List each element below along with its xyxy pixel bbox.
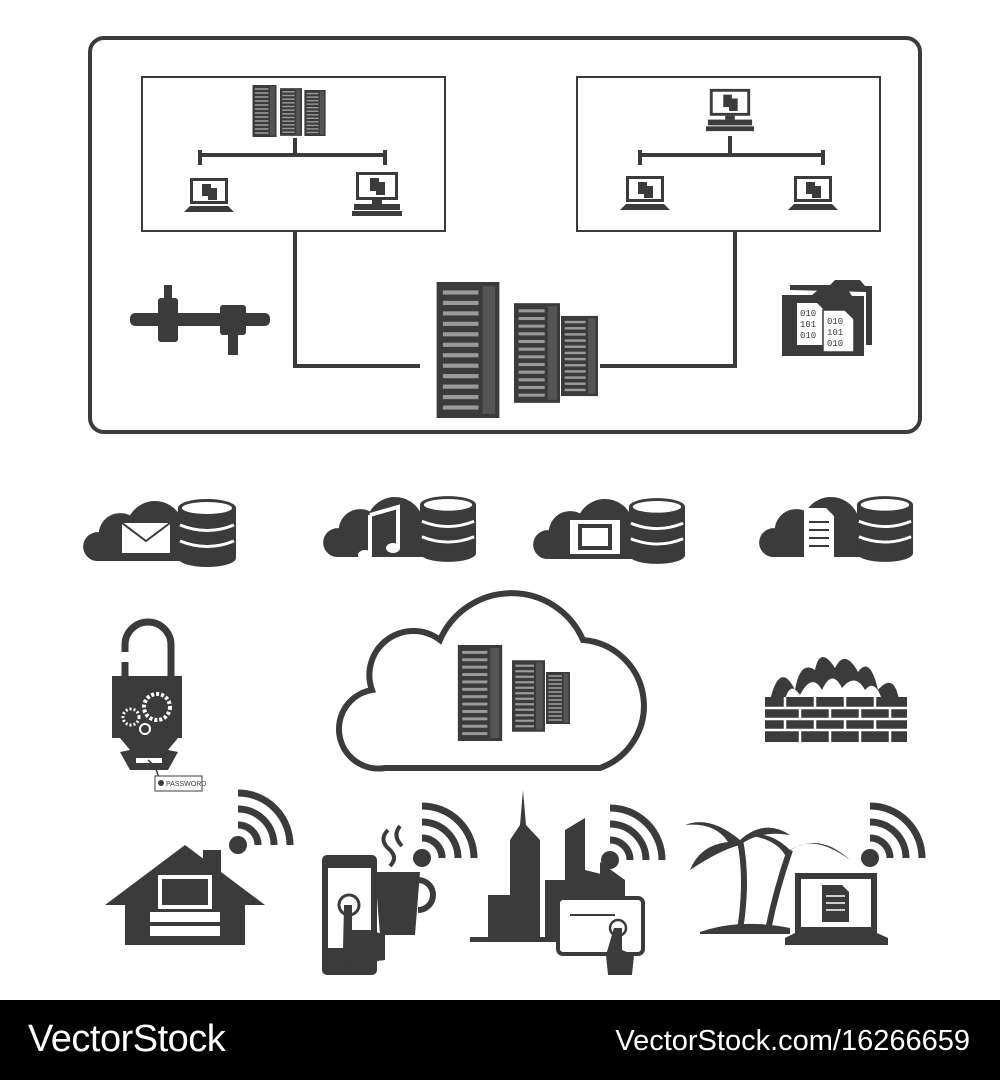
desktop-icon [352,172,402,216]
cloud-video-storage-icon [533,496,686,566]
cloud-email-storage-icon [83,498,237,568]
mobile-cafe-wifi-icon [322,806,474,975]
city-tablet-wifi-icon [470,790,662,975]
binary-text: 101 [800,320,816,330]
right-network-box [576,76,881,232]
pipe-connector-icon [130,285,270,355]
binary-text: 010 [827,317,843,327]
beach-laptop-wifi-icon [685,806,922,945]
laptop-icon [788,176,838,210]
network-diagram: 010 101 010 010 101 010 [88,36,922,434]
laptop-icon [620,176,670,210]
cloud-network-icon-set: 010 101 010 010 101 010 [83,36,1000,975]
binary-text: 010 [800,309,816,319]
cloud-document-storage-icon [759,494,914,564]
binary-text: 010 [800,331,816,341]
footer-brand: VectorStock [28,1018,226,1060]
laptop-icon [184,178,234,212]
watermark-footer: VectorStock VectorStock.com/16266659 [0,1000,1000,1080]
firewall-icon [765,656,907,742]
cloud-server-icon [335,590,647,772]
padlock-password-icon: PASSWORD [112,618,206,792]
binary-folder-icon: 010 101 010 010 101 010 [782,280,872,356]
left-network-box [141,76,446,232]
cloud-music-storage-icon [323,494,477,564]
main-server-icon [436,282,598,418]
password-tag-label: PASSWORD [166,781,206,788]
home-wifi-icon [105,793,290,945]
binary-text: 010 [827,339,843,349]
footer-image-id: VectorStock.com/16266659 [615,1025,970,1057]
binary-text: 101 [827,328,843,338]
desktop-icon [706,88,754,132]
server-icon [252,85,277,137]
